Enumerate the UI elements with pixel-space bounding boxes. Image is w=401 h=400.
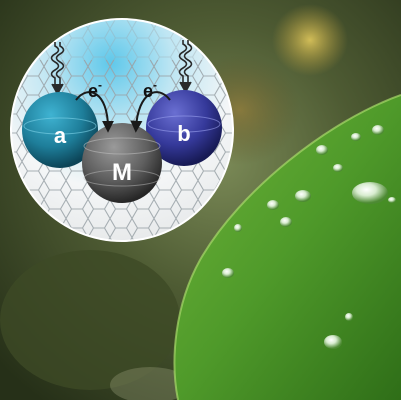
water-droplet (324, 335, 342, 349)
electron-label-right: e- (143, 78, 157, 101)
sphere-b: b (146, 90, 222, 166)
water-droplet (222, 268, 234, 278)
dark-foliage (0, 250, 180, 390)
bokeh-light (110, 367, 190, 400)
water-droplet (352, 182, 388, 204)
water-droplet (372, 125, 384, 135)
water-droplet (388, 197, 396, 203)
water-droplet (280, 217, 292, 227)
water-droplets (222, 125, 396, 349)
leaf-edge (173, 94, 401, 400)
sphere-a-label: a (54, 123, 67, 148)
inset-diagram: a b M e- e- (10, 18, 234, 242)
sphere-b-label: b (177, 121, 190, 146)
water-droplet (267, 200, 279, 210)
electron-label-left: e- (88, 78, 102, 101)
water-droplet (345, 313, 353, 321)
sphere-m: M (82, 123, 162, 203)
electron-transfer-arrow (75, 91, 114, 133)
sphere-a: a (22, 92, 98, 168)
light-wave-icon (178, 40, 193, 94)
electron-transfer-arrow (130, 91, 171, 133)
water-droplet (295, 190, 311, 202)
water-droplet (351, 133, 361, 141)
light-wave-icon (50, 42, 65, 96)
green-leaf (174, 95, 401, 400)
water-droplet (316, 145, 328, 155)
water-droplet (234, 224, 242, 232)
sphere-m-label: M (112, 159, 132, 186)
water-droplet (333, 164, 343, 172)
bokeh-light (272, 4, 348, 76)
